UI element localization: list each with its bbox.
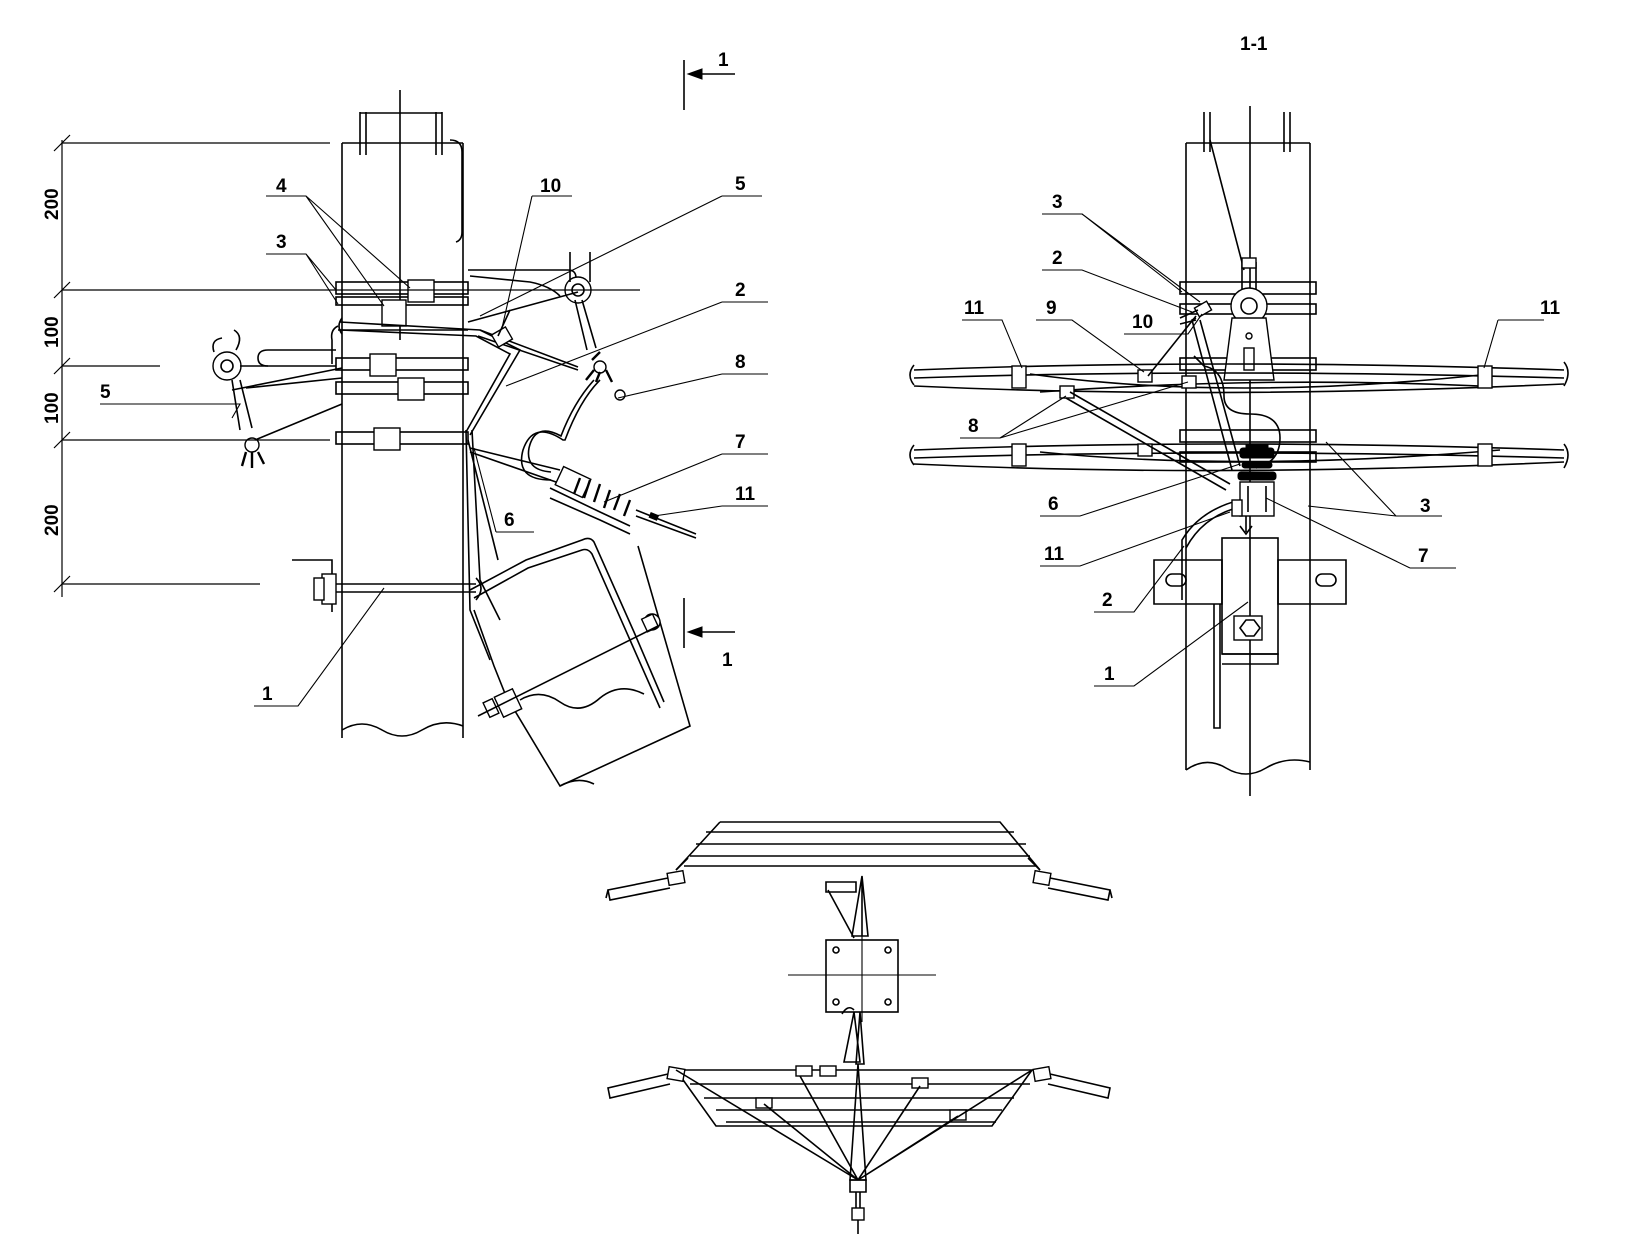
insulator-skirts — [572, 477, 632, 517]
clamp-11-right — [1477, 365, 1493, 389]
sec-label-10: 10 — [1132, 312, 1153, 333]
plan-lower-bundle — [607, 1063, 1111, 1234]
label-7: 7 — [735, 432, 746, 453]
clamp-4a — [407, 279, 435, 303]
section-marker-top: 1 — [683, 50, 735, 110]
section-title: 1-1 — [1240, 34, 1268, 55]
sec-label-3-top: 3 — [1052, 192, 1063, 213]
clamp-4b — [381, 299, 407, 327]
pole-bands-front — [330, 279, 469, 451]
plan-upper-bundle — [605, 821, 1113, 901]
bracket-section — [1153, 537, 1347, 729]
section-marker-label-top: 1 — [718, 50, 729, 71]
label-2: 2 — [735, 280, 746, 301]
label-1: 1 — [262, 684, 273, 705]
sec-label-1: 1 — [1104, 664, 1115, 685]
clamp-9 — [1137, 369, 1153, 383]
label-5-top: 5 — [735, 174, 746, 195]
sec-label-2-top: 2 — [1052, 248, 1063, 269]
section-marker-label-bottom: 1 — [722, 650, 733, 671]
clamp-10 — [1193, 300, 1213, 318]
plan-view — [605, 821, 1113, 1234]
sec-label-11-bottom: 11 — [1044, 544, 1065, 565]
dim-100-a: 100 — [42, 316, 63, 348]
insulator-section — [1237, 443, 1277, 517]
pole-front — [341, 90, 464, 738]
clamp-11-left — [1011, 365, 1027, 389]
label-8: 8 — [735, 352, 746, 373]
sec-label-8: 8 — [968, 416, 979, 437]
section-marker-bottom: 1 — [683, 598, 735, 671]
bracket-front — [292, 537, 691, 788]
dim-200-top: 200 — [42, 188, 63, 220]
label-3: 3 — [276, 232, 287, 253]
label-11: 11 — [735, 484, 756, 505]
dim-200-bottom: 200 — [42, 504, 63, 536]
section-view: 1-1 — [909, 34, 1569, 796]
label-6: 6 — [504, 510, 515, 531]
strain-assembly-front — [469, 379, 697, 539]
front-view: 200 100 100 200 1 1 4 3 10 5 — [42, 50, 768, 788]
label-5-left: 5 — [100, 382, 111, 403]
dimension-chain: 200 100 100 200 — [42, 134, 640, 597]
sec-label-2-bottom: 2 — [1102, 590, 1113, 611]
hook-left — [212, 329, 343, 468]
sec-label-11-left: 11 — [964, 298, 985, 319]
hook-right-top — [467, 252, 626, 401]
sec-label-7: 7 — [1418, 546, 1429, 567]
clamp-8 — [1059, 385, 1075, 399]
drop-wires-front — [465, 429, 501, 661]
sec-label-11-right: 11 — [1540, 298, 1561, 319]
sec-label-3-right: 3 — [1420, 496, 1431, 517]
sec-label-6: 6 — [1048, 494, 1059, 515]
plan-junction-box — [788, 875, 936, 1065]
section-wires — [909, 361, 1569, 472]
front-labels: 4 3 10 5 2 8 5 7 11 6 1 — [100, 174, 768, 707]
label-4: 4 — [276, 176, 287, 197]
sec-label-9: 9 — [1046, 298, 1057, 319]
strain-assembly-section — [1065, 300, 1281, 600]
dim-100-b: 100 — [42, 392, 63, 424]
section-labels: 3 2 11 9 10 11 8 6 3 11 7 2 1 — [960, 192, 1561, 687]
label-10: 10 — [540, 176, 561, 197]
shackle-section — [1223, 257, 1275, 381]
